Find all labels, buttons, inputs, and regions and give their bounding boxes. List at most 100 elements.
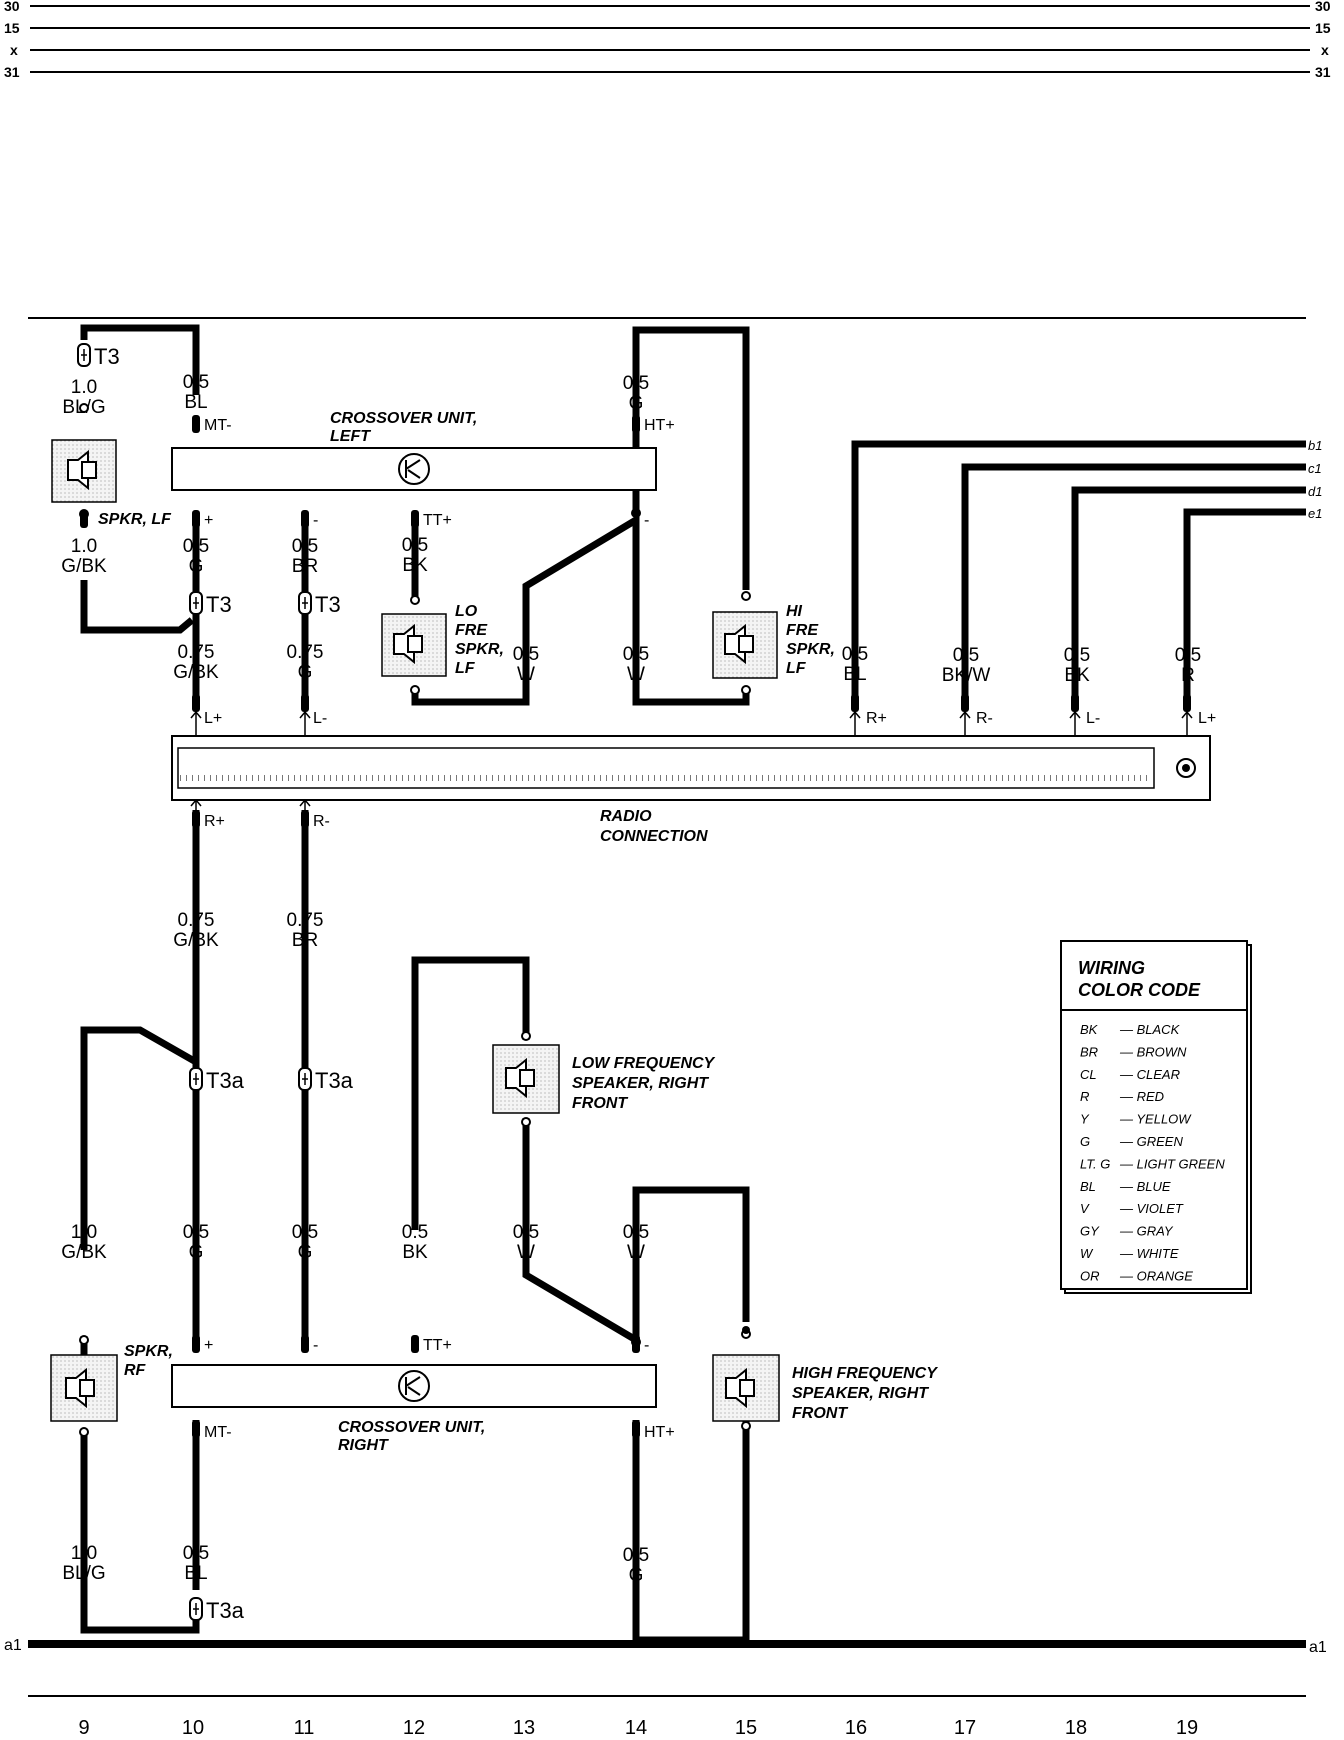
svg-text:0.5BK: 0.5BK (1064, 645, 1090, 686)
offpage-label: d1 (1308, 484, 1322, 499)
svg-text:0.5BR: 0.5BR (292, 536, 318, 577)
junction-dots (631, 508, 750, 1347)
svg-text:HT+: HT+ (644, 1424, 675, 1441)
bus-lines: 30 15 x 31 30 15 x 31 (4, 0, 1331, 80)
svg-text:0.75G/BK: 0.75G/BK (173, 642, 219, 683)
svg-text:0.75G: 0.75G (287, 642, 324, 683)
svg-text:0.5W: 0.5W (513, 644, 539, 685)
column-numbers: 9 10 11 12 13 14 15 16 17 18 19 (78, 1717, 1198, 1739)
legend-entry: GY— GRAY (1080, 1224, 1174, 1239)
svg-text:L-: L- (313, 710, 327, 727)
svg-text:0.5BK: 0.5BK (402, 535, 428, 576)
svg-text:T3: T3 (94, 344, 120, 369)
offpage-label: e1 (1308, 506, 1322, 521)
svg-text:0.5G: 0.5G (623, 1545, 649, 1586)
crossover-unit-left: CROSSOVER UNIT,LEFT (171, 410, 657, 491)
crossover-unit-right: CROSSOVER UNIT,RIGHT (171, 1364, 657, 1454)
svg-text:0.5G: 0.5G (183, 536, 209, 577)
bus-label: x (10, 42, 18, 58)
pin-labels: MT- HT+ + - TT+ - L+ L- R+ R- L- L+ R+ R… (204, 417, 1216, 1441)
legend-entry: OR— ORANGE (1080, 1268, 1193, 1283)
svg-text:MT-: MT- (204, 417, 232, 434)
ground-label: a1 (4, 1637, 22, 1654)
svg-text:15: 15 (735, 1717, 757, 1739)
pin-stubs (80, 415, 640, 1438)
svg-text:1.0G/BK: 1.0G/BK (61, 1222, 107, 1263)
offpage-label: b1 (1308, 438, 1322, 453)
connector-t3: T3 (189, 591, 232, 617)
speaker-lf: SPKR, LF (51, 439, 172, 528)
offpage-label: c1 (1308, 461, 1322, 476)
svg-text:9: 9 (78, 1717, 89, 1739)
svg-text:10: 10 (182, 1717, 204, 1739)
legend-entry: BR— BROWN (1080, 1044, 1187, 1059)
svg-text:HT+: HT+ (644, 417, 675, 434)
svg-text:11: 11 (294, 1717, 315, 1739)
svg-text:18: 18 (1065, 1717, 1087, 1739)
svg-text:L+: L+ (1198, 710, 1216, 727)
svg-text:R-: R- (313, 813, 330, 830)
svg-text:0.5G: 0.5G (183, 1222, 209, 1263)
connector-t3a: T3a (298, 1067, 354, 1093)
svg-text:-: - (313, 1337, 318, 1354)
svg-text:MT-: MT- (204, 1424, 232, 1441)
connector-t3a: T3a (189, 1067, 245, 1093)
svg-text:-: - (644, 1337, 649, 1354)
svg-text:TT+: TT+ (423, 1337, 452, 1354)
svg-text:0.5BK: 0.5BK (402, 1222, 428, 1263)
crossover-left-label: CROSSOVER UNIT,LEFT (330, 410, 477, 445)
svg-text:1.0G/BK: 1.0G/BK (61, 536, 107, 577)
connectors: T3 T3 T3 T3a T3a T3a (77, 343, 354, 1623)
ground-label: a1 (1309, 1639, 1327, 1656)
svg-text:R+: R+ (204, 813, 225, 830)
svg-text:T3: T3 (315, 592, 341, 617)
svg-text:+: + (204, 512, 213, 529)
connector-t3a: T3a (189, 1597, 245, 1623)
legend-entry: R— RED (1080, 1089, 1164, 1104)
bus-label: 15 (4, 20, 20, 36)
svg-text:14: 14 (625, 1717, 647, 1739)
legend-entry: W— WHITE (1080, 1246, 1179, 1261)
bus-label: x (1321, 42, 1329, 58)
spkr-rf-label: SPKR,RF (124, 1343, 173, 1379)
svg-text:0.5BK/W: 0.5BK/W (942, 645, 991, 686)
svg-text:R-: R- (976, 710, 993, 727)
bus-label: 30 (1315, 0, 1331, 14)
svg-text:-: - (644, 512, 649, 529)
legend-entry: V— VIOLET (1080, 1201, 1184, 1216)
svg-text:0.5R: 0.5R (1175, 645, 1201, 686)
svg-text:0.5W: 0.5W (513, 1222, 539, 1263)
bus-label: 31 (4, 64, 20, 80)
svg-text:0.5BL: 0.5BL (842, 644, 868, 685)
svg-text:1.0BL/G: 1.0BL/G (62, 1543, 105, 1584)
legend-entry: G— GREEN (1080, 1134, 1183, 1149)
svg-text:T3a: T3a (206, 1068, 245, 1093)
svg-text:12: 12 (403, 1717, 425, 1739)
svg-text:+: + (204, 1337, 213, 1354)
svg-text:T3a: T3a (315, 1068, 354, 1093)
ground-bus (28, 1640, 1306, 1648)
bus-label: 15 (1315, 20, 1331, 36)
svg-text:L-: L- (1086, 710, 1100, 727)
spkr-lf-label: SPKR, LF (98, 511, 172, 528)
svg-text:TT+: TT+ (423, 512, 452, 529)
svg-text:-: - (313, 512, 318, 529)
svg-text:0.5BL: 0.5BL (183, 1543, 209, 1584)
speaker-rf: SPKR,RF (50, 1343, 173, 1422)
bus-label: 30 (4, 0, 20, 14)
